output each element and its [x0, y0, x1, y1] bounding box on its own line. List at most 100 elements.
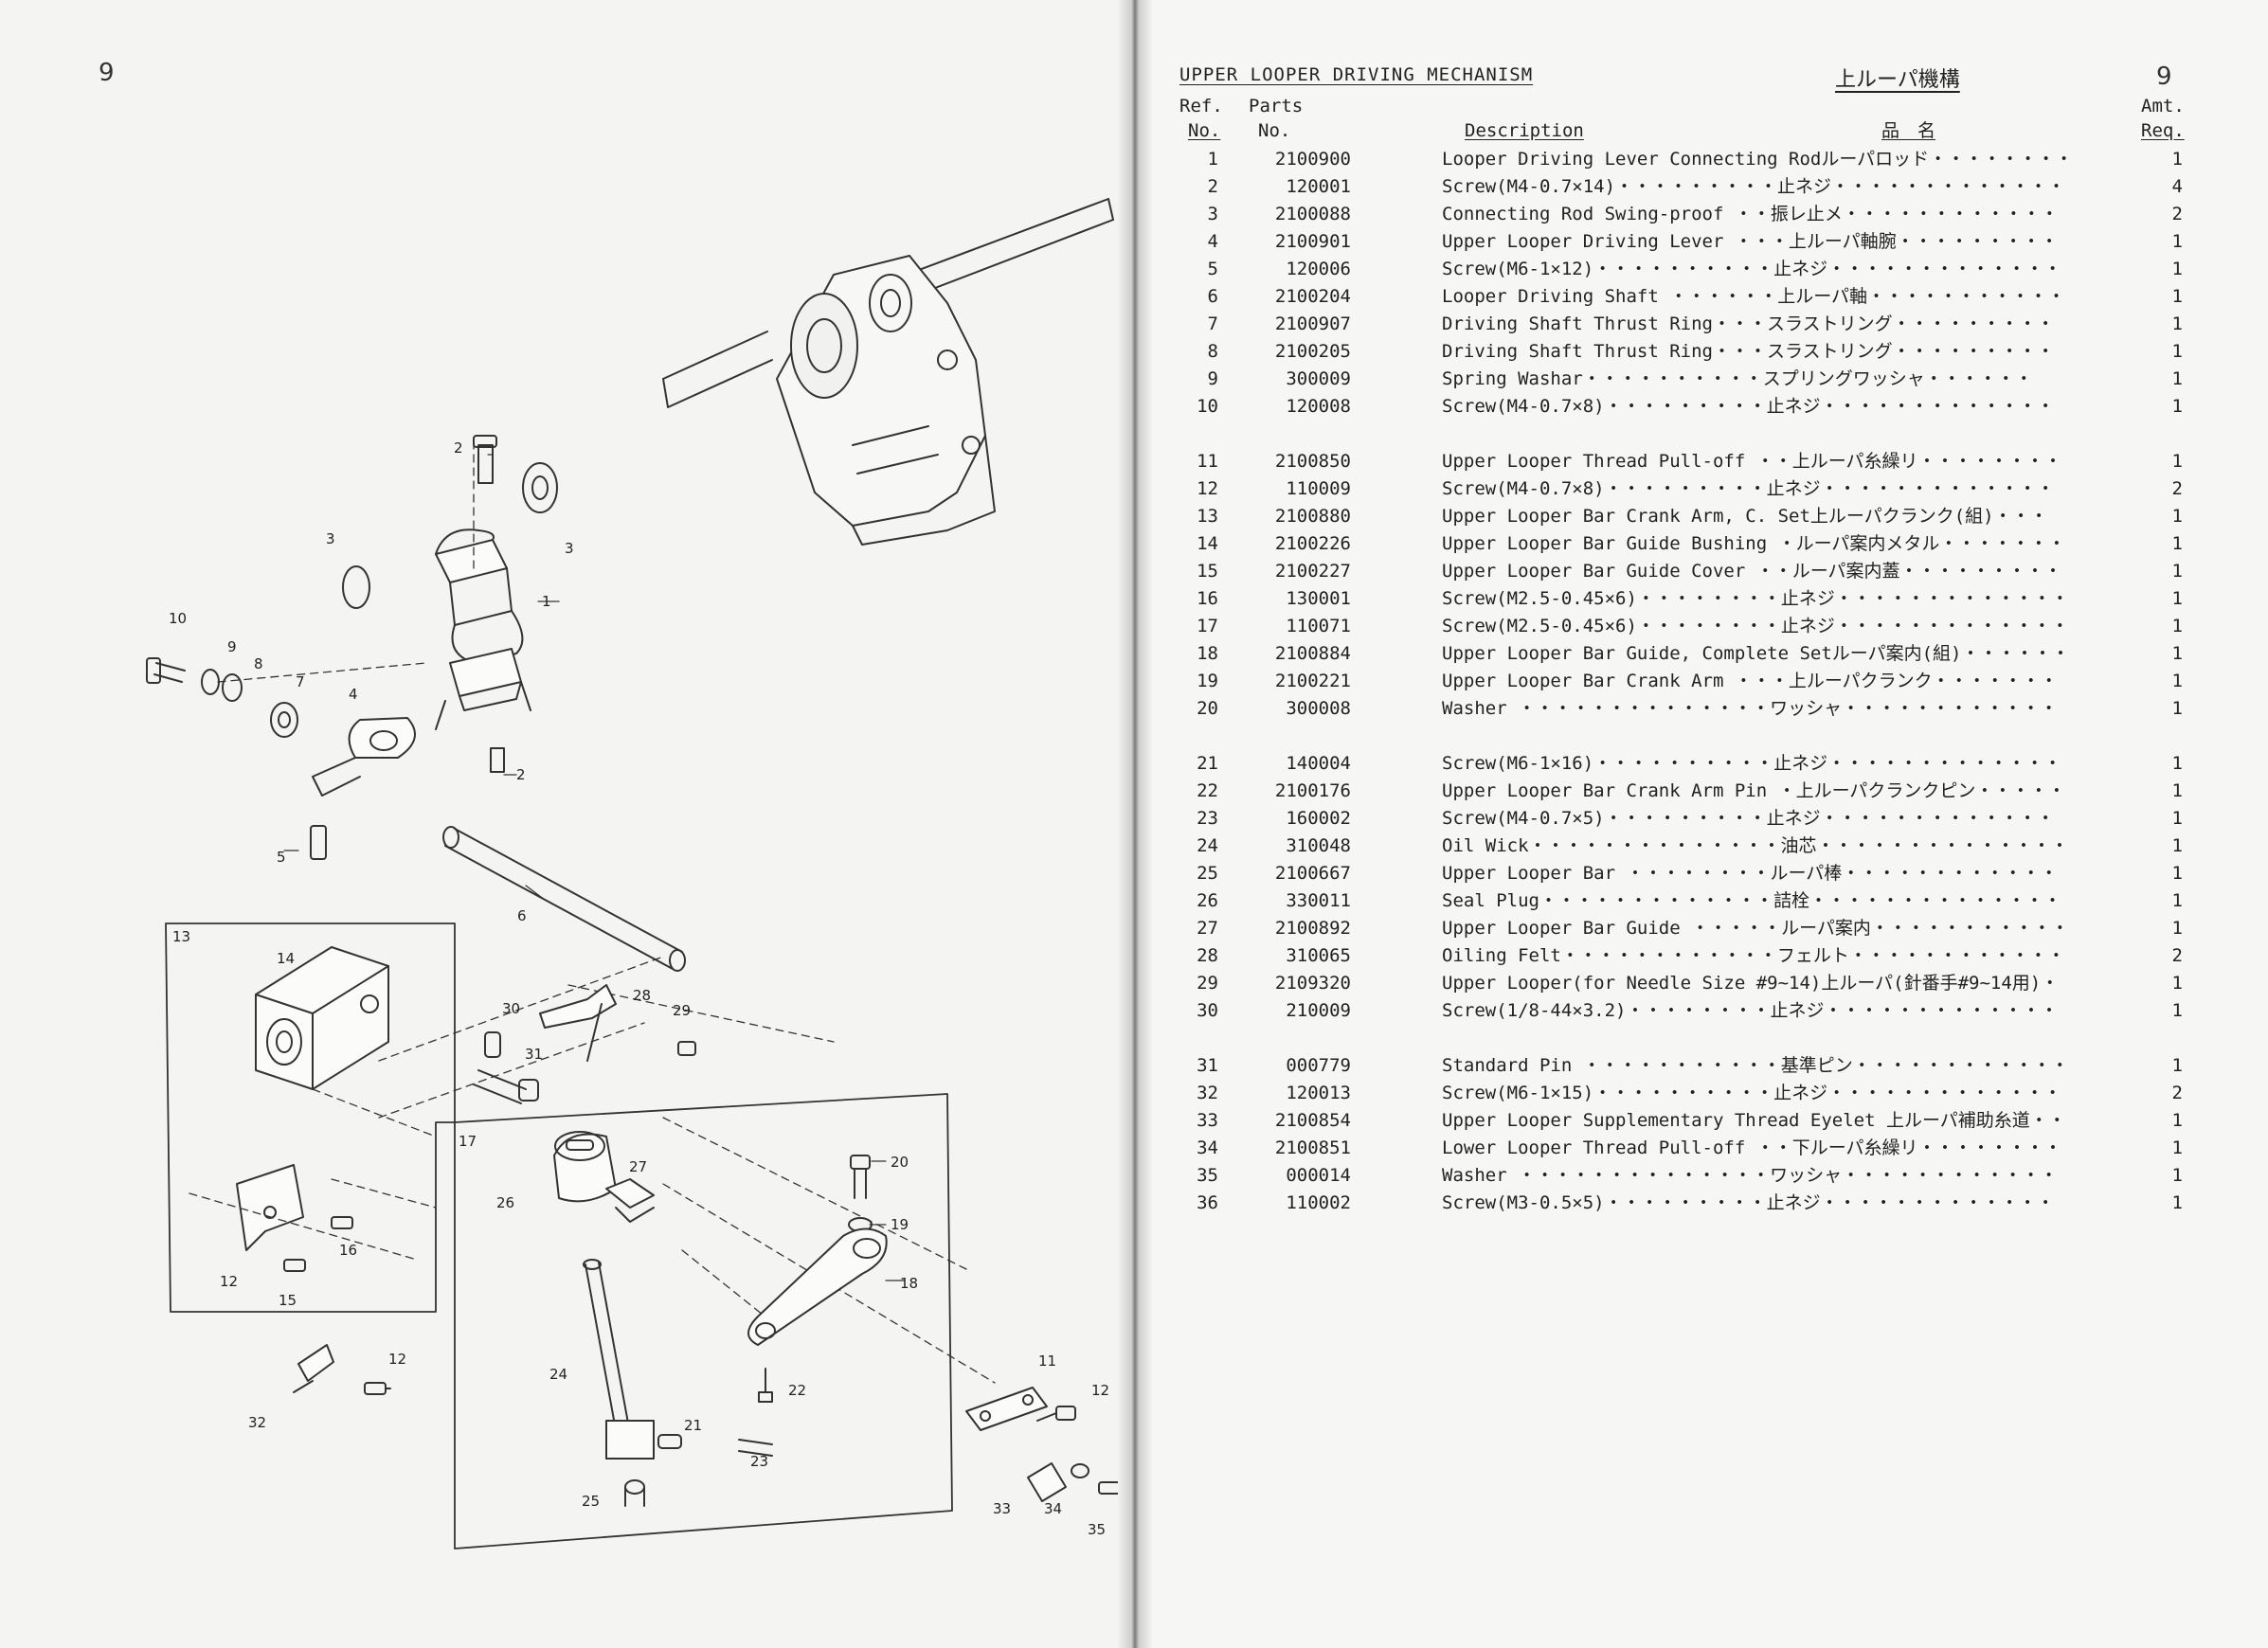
callout-27: 26 [496, 1194, 514, 1211]
parts-row-ref: 8 [1207, 341, 1218, 362]
parts-row-ref: 31 [1197, 1055, 1218, 1076]
parts-row-amount: 1 [2171, 506, 2183, 527]
parts-row-ref: 3 [1207, 204, 1218, 224]
header-parts-no: No. [1258, 120, 1291, 141]
parts-row-amount: 1 [2171, 1000, 2183, 1021]
parts-row-ref: 11 [1197, 451, 1218, 472]
parts-row-description: Upper Looper Bar ・・・・・・・・ルーパ棒・・・・・・・・・・・… [1442, 863, 2059, 884]
parts-row-ref: 5 [1207, 259, 1218, 279]
parts-row-amount: 1 [2171, 835, 2183, 856]
parts-row-ref: 29 [1197, 973, 1218, 994]
callout-34: 33 [993, 1500, 1011, 1517]
callout-29: 28 [633, 987, 651, 1004]
parts-row-amount: 1 [2171, 973, 2183, 994]
parts-row-ref: 34 [1197, 1137, 1218, 1158]
parts-row-amount: 1 [2171, 561, 2183, 582]
parts-row-amount: 4 [2171, 176, 2183, 197]
callout-4: 4 [349, 686, 358, 703]
parts-row-ref: 35 [1197, 1165, 1218, 1186]
callout-35: 34 [1044, 1500, 1062, 1517]
parts-row-ref: 26 [1197, 890, 1218, 911]
header-ref: Ref. [1179, 96, 1223, 116]
parts-row-ref: 25 [1197, 863, 1218, 884]
parts-row-description: Upper Looper Bar Guide Bushing ・ルーパ案内メタル… [1442, 533, 2066, 554]
parts-row-amount: 1 [2171, 780, 2183, 801]
callout-9: 9 [227, 638, 237, 655]
parts-row-part-number: 000779 [1286, 1055, 1351, 1076]
callout-5: 5 [277, 849, 286, 866]
callout-20: 19 [891, 1216, 909, 1233]
parts-row-part-number: 2100892 [1274, 918, 1351, 939]
parts-row-ref: 33 [1197, 1110, 1218, 1131]
callout-12-left: 12 [388, 1351, 406, 1368]
parts-row-description: Upper Looper Bar Crank Arm ・・・上ルーパクランク・・… [1442, 671, 2059, 691]
parts-row-ref: 14 [1197, 533, 1218, 554]
parts-row-ref: 12 [1197, 478, 1218, 499]
parts-row-part-number: 300009 [1286, 368, 1351, 389]
parts-row-amount: 1 [2171, 286, 2183, 307]
callout-31: 30 [502, 1000, 520, 1017]
parts-row-amount: 2 [2171, 204, 2183, 224]
parts-row-part-number: 2100667 [1274, 863, 1351, 884]
parts-row-part-number: 120001 [1286, 176, 1351, 197]
parts-row-description: Oil Wick・・・・・・・・・・・・・・油芯・・・・・・・・・・・・・・ [1442, 835, 2069, 856]
parts-row-description: Screw(M2.5-0.45×6)・・・・・・・・止ネジ・・・・・・・・・・・… [1442, 588, 2069, 609]
parts-row-part-number: 160002 [1286, 808, 1351, 829]
parts-row-amount: 2 [2171, 1083, 2183, 1103]
callout-21: 20 [891, 1154, 909, 1171]
parts-row-amount: 2 [2171, 945, 2183, 966]
parts-row-description: Upper Looper Thread Pull-off ・・上ルーパ糸繰リ・・… [1442, 451, 2062, 472]
parts-row-description: Screw(M3-0.5×5)・・・・・・・・・止ネジ・・・・・・・・・・・・・ [1442, 1192, 2055, 1213]
left-page-number: 9 [99, 59, 115, 87]
parts-row-description: Screw(M6-1×15)・・・・・・・・・・止ネジ・・・・・・・・・・・・・ [1442, 1083, 2062, 1103]
parts-row-part-number: 110009 [1286, 478, 1351, 499]
section-title: UPPER LOOPER DRIVING MECHANISM [1179, 64, 1534, 85]
parts-row-part-number: 2100901 [1274, 231, 1351, 252]
right-page: UPPER LOOPER DRIVING MECHANISM 上ルーパ機構 9 … [1152, 0, 2268, 1648]
parts-row-ref: 19 [1197, 671, 1218, 691]
callout-15: 12 [220, 1273, 238, 1290]
parts-row-part-number: 2109320 [1274, 973, 1351, 994]
parts-row-description: Screw(M6-1×16)・・・・・・・・・・止ネジ・・・・・・・・・・・・・ [1442, 753, 2062, 774]
parts-row-description: Upper Looper Bar Guide, Complete Setルーパ案… [1442, 643, 2070, 664]
parts-row-part-number: 210009 [1286, 1000, 1351, 1021]
parts-row-amount: 1 [2171, 451, 2183, 472]
parts-row-ref: 30 [1197, 1000, 1218, 1021]
parts-row-description: Washer ・・・・・・・・・・・・・・ワッシャ・・・・・・・・・・・・ [1442, 698, 2059, 719]
parts-row-ref: 2 [1207, 176, 1218, 197]
parts-row-amount: 1 [2171, 588, 2183, 609]
parts-row-amount: 1 [2171, 1110, 2183, 1131]
parts-row-part-number: 000014 [1286, 1165, 1351, 1186]
parts-row-ref: 6 [1207, 286, 1218, 307]
parts-row-part-number: 120008 [1286, 396, 1351, 417]
parts-row-part-number: 2100900 [1274, 149, 1351, 170]
parts-row-amount: 1 [2171, 396, 2183, 417]
parts-row-amount: 1 [2171, 890, 2183, 911]
parts-row-description: Driving Shaft Thrust Ring・・・スラストリング・・・・・… [1442, 341, 2055, 362]
parts-row-amount: 1 [2171, 808, 2183, 829]
parts-row-amount: 1 [2171, 753, 2183, 774]
parts-row-ref: 36 [1197, 1192, 1218, 1213]
callout-26: 25 [582, 1493, 600, 1510]
callout-25: 24 [549, 1366, 567, 1383]
parts-row-amount: 1 [2171, 1137, 2183, 1158]
parts-row-ref: 24 [1197, 835, 1218, 856]
parts-row-part-number: 130001 [1286, 588, 1351, 609]
callout-12-right: 12 [1091, 1382, 1109, 1399]
callout-16: 15 [279, 1292, 297, 1309]
parts-row-ref: 1 [1207, 149, 1218, 170]
section-title-jp: 上ルーパ機構 [1835, 68, 1960, 92]
parts-row-ref: 20 [1197, 698, 1218, 719]
callout-3-right: 3 [565, 540, 574, 557]
parts-row-description: Upper Looper(for Needle Size #9~14)上ルーパ(… [1442, 973, 2060, 994]
parts-row-description: Upper Looper Driving Lever ・・・上ルーパ軸腕・・・・… [1442, 231, 2059, 252]
parts-row-part-number: 330011 [1286, 890, 1351, 911]
header-req: Req. [2141, 120, 2185, 141]
callout-8: 8 [254, 655, 263, 672]
parts-row-amount: 1 [2171, 1165, 2183, 1186]
parts-row-part-number: 310048 [1286, 835, 1351, 856]
parts-row-ref: 13 [1197, 506, 1218, 527]
header-ref-no: No. [1188, 120, 1221, 141]
parts-row-ref: 9 [1207, 368, 1218, 389]
